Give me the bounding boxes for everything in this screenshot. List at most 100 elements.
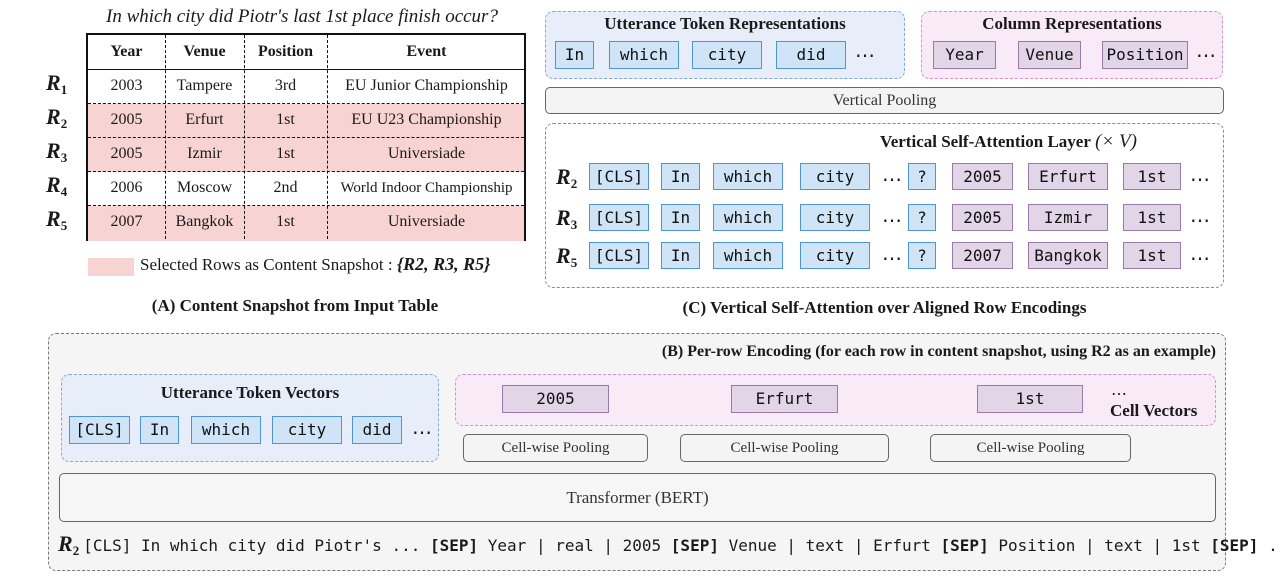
table-cell: Tampere [176,77,233,94]
legend-math: {R2, R3, R5} [396,254,491,274]
table-cell: 1st [276,213,295,230]
cell-wise-pooling: Cell-wise Pooling [463,434,648,462]
cell-token: Bangkok [1028,242,1108,269]
sequence-segment: Position | text | 1st [988,536,1211,555]
table-cell: 1st [276,145,295,162]
input-sequence: R2 [CLS] In which city did Piotr's ... [… [58,531,1280,559]
utterance-token: which [609,41,679,69]
ellipsis: … [1190,203,1210,227]
row-label-r5: R5 [556,243,578,270]
sequence-segment: [CLS] In which city did Piotr's ... [83,536,430,555]
utterance-token: city [692,41,762,69]
table-cell: Izmir [187,145,222,162]
header-event: Event [406,43,447,60]
row-highlight-r3 [88,138,524,172]
cls-token: [CLS] [69,416,130,444]
transformer-bert: Transformer (BERT) [59,473,1216,522]
cell-wise-pooling: Cell-wise Pooling [680,434,889,462]
ellipsis: … [855,38,875,62]
utterance-token: city [272,416,342,444]
cell-token: Erfurt [1028,163,1108,190]
utterance-token: In [661,204,700,231]
table-cell: EU Junior Championship [345,77,508,94]
cell-token: Izmir [1028,204,1108,231]
table-cell: 2nd [273,179,298,196]
column-token: Position [1102,41,1188,69]
utterance-vectors-title: Utterance Token Vectors [160,383,340,402]
cell-token: 1st [977,385,1083,413]
cell-token: 1st [1123,163,1181,190]
cls-token: [CLS] [589,163,649,190]
table-cell: Moscow [176,179,233,196]
utterance-token: city [800,242,870,269]
row-label-r1: R1 [46,70,68,97]
caption-a: (A) Content Snapshot from Input Table [151,296,439,315]
column-divider [244,35,245,239]
cell-token: 2005 [952,204,1013,231]
sequence-segment: ... [1268,536,1280,555]
table-cell: Universiade [387,213,466,230]
legend-text: Selected Rows as Content Snapshot : {R2,… [140,254,491,274]
column-token: Venue [1018,41,1081,69]
cell-token: 2007 [952,242,1013,269]
row-highlight-r5 [88,206,524,241]
question-text: In which city did Piotr's last 1st place… [106,6,498,27]
table-cell: 2006 [110,179,143,196]
sep-token: [SEP] [670,536,719,555]
utterance-token: In [661,163,700,190]
per-row-encoding-title: (B) Per-row Encoding (for each row in co… [661,343,1216,360]
column-divider [165,35,166,239]
utterance-token: did [776,41,846,69]
layer-repeat: (× V) [1095,131,1137,152]
vertical-pooling: Vertical Pooling [545,87,1224,114]
ellipsis: … [882,162,902,186]
table-cell: Universiade [387,145,466,162]
row-divider [88,103,524,104]
row-highlight-r2 [88,104,524,138]
sep-token: [SEP] [429,536,479,555]
cell-token: Erfurt [731,385,838,413]
utterance-token: which [713,204,783,231]
table-cell: 2003 [110,77,143,94]
vertical-self-attention-box [545,123,1224,288]
utterance-token: which [713,242,783,269]
table-cell: 2005 [110,145,143,162]
sequence-segment: Year | real | 2005 [478,536,671,555]
ellipsis: … [882,241,902,265]
cell-vectors-title: Cell Vectors [1110,401,1198,420]
question-mark-token: ? [908,163,936,190]
header-year: Year [110,43,143,60]
ellipsis: … [1196,38,1216,62]
ellipsis: … [1190,241,1210,265]
utterance-token: did [352,416,402,444]
utterance-token: In [661,242,700,269]
ellipsis: … [1111,380,1127,399]
utterance-token: In [140,416,179,444]
cell-token: 1st [1123,242,1181,269]
row-divider [88,171,524,172]
row-label-r5: R5 [46,206,68,233]
table-cell: World Indoor Championship [340,180,513,196]
table-cell: 2007 [110,213,143,230]
input-table: Year Venue Position Event 2003 Tampere 3… [86,33,526,241]
header-divider [88,69,524,70]
header-position: Position [257,43,314,60]
row-label-r2: R2 [556,164,578,191]
utterance-token: In [555,41,594,69]
column-divider [327,35,328,239]
utterance-representations-title: Utterance Token Representations [604,14,846,33]
utterance-token: city [800,204,870,231]
table-cell: Bangkok [175,213,234,230]
table-cell: Erfurt [185,111,224,128]
question-mark-token: ? [908,204,936,231]
column-token: Year [933,41,996,69]
utterance-token: which [191,416,261,444]
row-label-r3: R3 [46,138,68,165]
row-label-r2: R2 [46,104,68,131]
row-divider [88,137,524,138]
sep-token: [SEP] [1210,536,1259,555]
row-label-r3: R3 [556,205,578,232]
header-venue: Venue [183,43,226,60]
utterance-token: which [713,163,783,190]
cell-token: 1st [1123,204,1181,231]
